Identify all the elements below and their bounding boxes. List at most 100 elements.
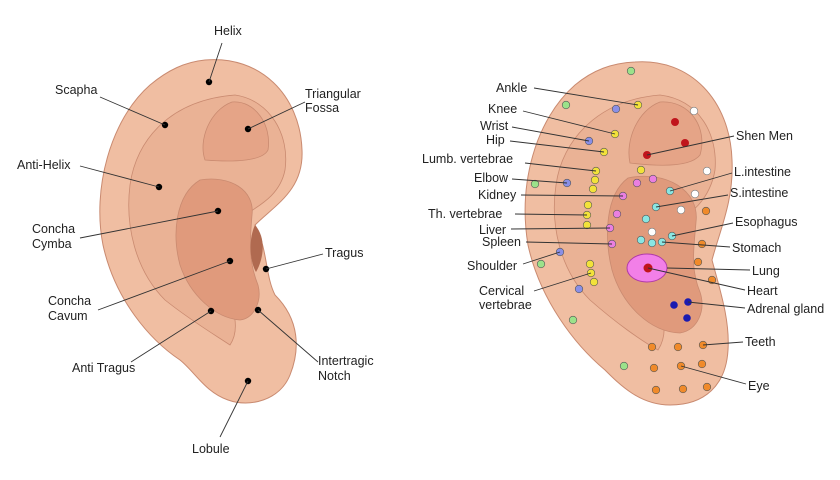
ankle-leader <box>533 87 639 106</box>
yellow-point <box>585 259 595 269</box>
triangular-fossa-label-line1: Triangular <box>305 87 361 101</box>
knee-label: Knee <box>488 102 517 116</box>
esophagus-label: Esophagus <box>735 215 798 229</box>
elbow-point <box>588 184 598 194</box>
heart-leader <box>647 267 746 291</box>
yellow-point <box>589 277 599 287</box>
shen-men-label: Shen Men <box>736 129 793 143</box>
concha-cavum-label-line1: Concha <box>48 294 91 308</box>
orange-point <box>673 342 683 352</box>
cervical-vertebrae-label-line2: vertebrae <box>479 298 532 312</box>
left-ear-concha <box>175 178 260 321</box>
teeth-leader <box>702 341 744 346</box>
orange-points <box>647 206 717 395</box>
left-ear: Helix Scapha Triangular Fossa Anti-Helix… <box>17 24 374 456</box>
shoulder-leader <box>522 251 561 265</box>
intertragic-notch-label-line1: Intertragic <box>318 354 374 368</box>
scapha-leader <box>99 96 166 126</box>
concha-cymba-label-line1: Concha <box>32 222 75 236</box>
cyan-point <box>641 214 651 224</box>
eye-label: Eye <box>748 379 770 393</box>
blue-point <box>611 104 621 114</box>
green-point <box>568 315 578 325</box>
white-point <box>676 205 686 215</box>
tragus-label: Tragus <box>325 246 363 260</box>
white-point <box>689 106 699 116</box>
anti-helix-label: Anti-Helix <box>17 158 71 172</box>
kidney-label: Kidney <box>478 188 517 202</box>
s-intestine-label: S.intestine <box>730 186 788 200</box>
navy-point <box>670 301 678 309</box>
anti-helix-leader <box>79 165 160 188</box>
left-ear-tragus-shade <box>250 225 263 272</box>
right-ear: Ankle Knee Wrist Hip Lumb. vertebrae Elb… <box>422 61 824 406</box>
anti-tragus-leader <box>130 310 212 363</box>
elbow-label: Elbow <box>474 171 509 185</box>
orange-point <box>693 257 703 267</box>
adrenal-gland-label: Adrenal gland <box>747 302 824 316</box>
orange-point <box>701 206 711 216</box>
concha-cavum-leader <box>97 260 231 311</box>
knee-leader <box>522 110 616 135</box>
spleen-label: Spleen <box>482 235 521 249</box>
eye-leader <box>680 365 747 385</box>
l-intestine-label: L.intestine <box>734 165 791 179</box>
helix-leader <box>208 42 223 83</box>
helix-label: Helix <box>214 24 243 38</box>
navy-point <box>683 314 691 322</box>
intertragic-notch-label-line2: Notch <box>318 369 351 383</box>
th-vertebrae-label: Th. vertebrae <box>428 207 502 221</box>
intertragic-notch-leader <box>257 309 319 363</box>
pink-point <box>648 174 658 184</box>
shen-men-leader <box>646 135 735 156</box>
stomach-leader <box>661 241 731 248</box>
wrist-label: Wrist <box>480 119 509 133</box>
hip-leader <box>509 140 605 153</box>
l-intestine-leader <box>669 172 733 192</box>
green-point <box>561 100 571 110</box>
pink-point <box>612 209 622 219</box>
th-vertebrae-leader <box>514 213 588 216</box>
shen-men-point <box>681 139 689 147</box>
blue-point <box>574 284 584 294</box>
orange-point <box>649 363 659 373</box>
scapha-label: Scapha <box>55 83 97 97</box>
cervical-vertebrae-leader <box>533 272 592 292</box>
green-point <box>536 259 546 269</box>
lung-label: Lung <box>752 264 780 278</box>
lung-leader <box>666 267 751 271</box>
lobule-leader <box>219 380 249 438</box>
green-point <box>626 66 636 76</box>
orange-point <box>697 239 707 249</box>
teeth-label: Teeth <box>745 335 776 349</box>
tragus-leader <box>265 253 324 270</box>
yellow-point <box>582 220 592 230</box>
wrist-leader <box>511 126 590 142</box>
ankle-label: Ankle <box>496 81 527 95</box>
concha-cymba-label-line2: Cymba <box>32 237 72 251</box>
hip-label: Hip <box>486 133 505 147</box>
orange-point <box>702 382 712 392</box>
right-ear-triangular-fossa <box>628 101 703 166</box>
kidney-leader <box>520 194 624 197</box>
lumb-vertebrae-label: Lumb. vertebrae <box>422 152 513 166</box>
orange-point <box>651 385 661 395</box>
yellow-point <box>583 200 593 210</box>
left-ear-triangular-fossa <box>202 101 269 162</box>
lumb-vertebrae-leader <box>524 162 597 172</box>
orange-point <box>647 342 657 352</box>
heart-label: Heart <box>747 284 778 298</box>
shoulder-label: Shoulder <box>467 259 517 273</box>
yellow-point <box>590 175 600 185</box>
yellow-point <box>636 165 646 175</box>
green-point <box>619 361 629 371</box>
anti-tragus-label: Anti Tragus <box>72 361 135 375</box>
white-point <box>702 166 712 176</box>
green-point <box>530 179 540 189</box>
cyan-point <box>636 235 646 245</box>
elbow-leader <box>511 178 568 184</box>
stomach-label: Stomach <box>732 241 781 255</box>
esophagus-leader <box>671 222 734 237</box>
concha-cymba-leader <box>79 210 219 239</box>
